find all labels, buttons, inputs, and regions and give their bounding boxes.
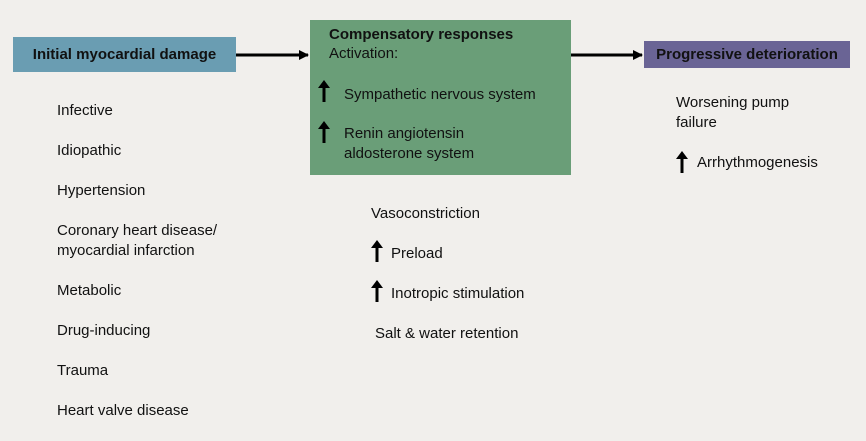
initial-damage-title: Initial myocardial damage (32, 46, 217, 63)
outcome-item: Worsening pump (676, 94, 790, 111)
compensatory-item: Renin angiotensin (344, 125, 465, 142)
cause-item: myocardial infarction (57, 242, 195, 259)
cause-item: Infective (57, 102, 113, 119)
cause-item: Coronary heart disease/ (57, 222, 218, 239)
effect-item: Salt & water retention (375, 325, 519, 342)
outcome-item: failure (676, 114, 717, 131)
compensatory-item: aldosterone system (344, 145, 475, 162)
progressive-title: Progressive deterioration (656, 46, 838, 63)
cause-item: Metabolic (57, 282, 122, 299)
effect-item: Preload (391, 245, 443, 262)
up-arrow-icon (371, 240, 383, 262)
up-arrow-icon (676, 151, 688, 173)
outcome-item: Arrhythmogenesis (697, 154, 818, 171)
cause-item: Trauma (57, 362, 109, 379)
compensatory-item: Sympathetic nervous system (344, 86, 536, 103)
cause-item: Heart valve disease (57, 402, 189, 419)
progressive-deterioration-box: Progressive deterioration (644, 41, 850, 68)
compensatory-subtitle: Activation: (329, 45, 399, 62)
effect-item: Inotropic stimulation (391, 285, 525, 302)
initial-damage-box: Initial myocardial damage (13, 37, 236, 72)
up-arrow-icon (371, 280, 383, 302)
up-arrow-icon (318, 80, 330, 102)
compensatory-responses-box: Compensatory responses Activation: Sympa… (310, 20, 571, 175)
compensatory-title: Compensatory responses (329, 26, 514, 43)
cause-item: Drug-inducing (57, 322, 151, 339)
effect-item: Vasoconstriction (371, 205, 480, 222)
up-arrow-icon (318, 121, 330, 143)
cause-item: Idiopathic (57, 142, 122, 159)
cause-item: Hypertension (57, 182, 146, 199)
